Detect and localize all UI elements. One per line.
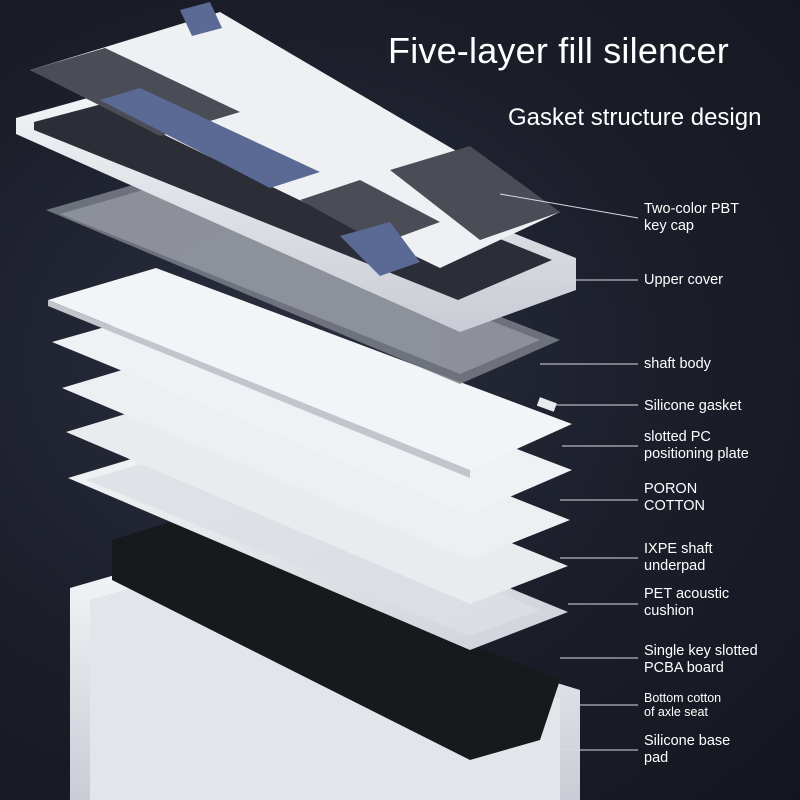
label-pet: PET acoustic cushion bbox=[644, 586, 730, 619]
silicone-gasket-piece bbox=[536, 397, 557, 412]
label-keycap: Two-color PBT key cap bbox=[644, 201, 740, 234]
label-upper-cover: Upper cover bbox=[644, 272, 723, 288]
pcba-board-layer bbox=[68, 448, 568, 650]
label-ixpe: IXPE shaft underpad bbox=[644, 541, 713, 574]
label-bottom-cotton: Bottom cotton of axle seat bbox=[644, 691, 722, 719]
switch-layer bbox=[46, 180, 560, 384]
label-pc-plate: slotted PC positioning plate bbox=[644, 429, 749, 462]
label-base-pad: Silicone base pad bbox=[644, 733, 731, 766]
leader-lines bbox=[499, 193, 639, 751]
label-silicone-gasket: Silicone gasket bbox=[644, 398, 742, 414]
label-pcba: Single key slotted PCBA board bbox=[644, 643, 758, 676]
silicone-base-pad-layer bbox=[112, 522, 560, 760]
pet-cushion-layer bbox=[66, 402, 568, 604]
page-subtitle: Gasket structure design bbox=[508, 104, 762, 131]
keycap-layer bbox=[30, 2, 560, 276]
label-poron: PORON COTTON bbox=[644, 481, 705, 514]
pc-plate-layer bbox=[48, 268, 572, 478]
page-title: Five-layer fill silencer bbox=[388, 30, 729, 71]
ixpe-underpad-layer bbox=[62, 358, 570, 560]
leader-keycap bbox=[499, 193, 639, 219]
label-shaft-body: shaft body bbox=[644, 356, 711, 372]
